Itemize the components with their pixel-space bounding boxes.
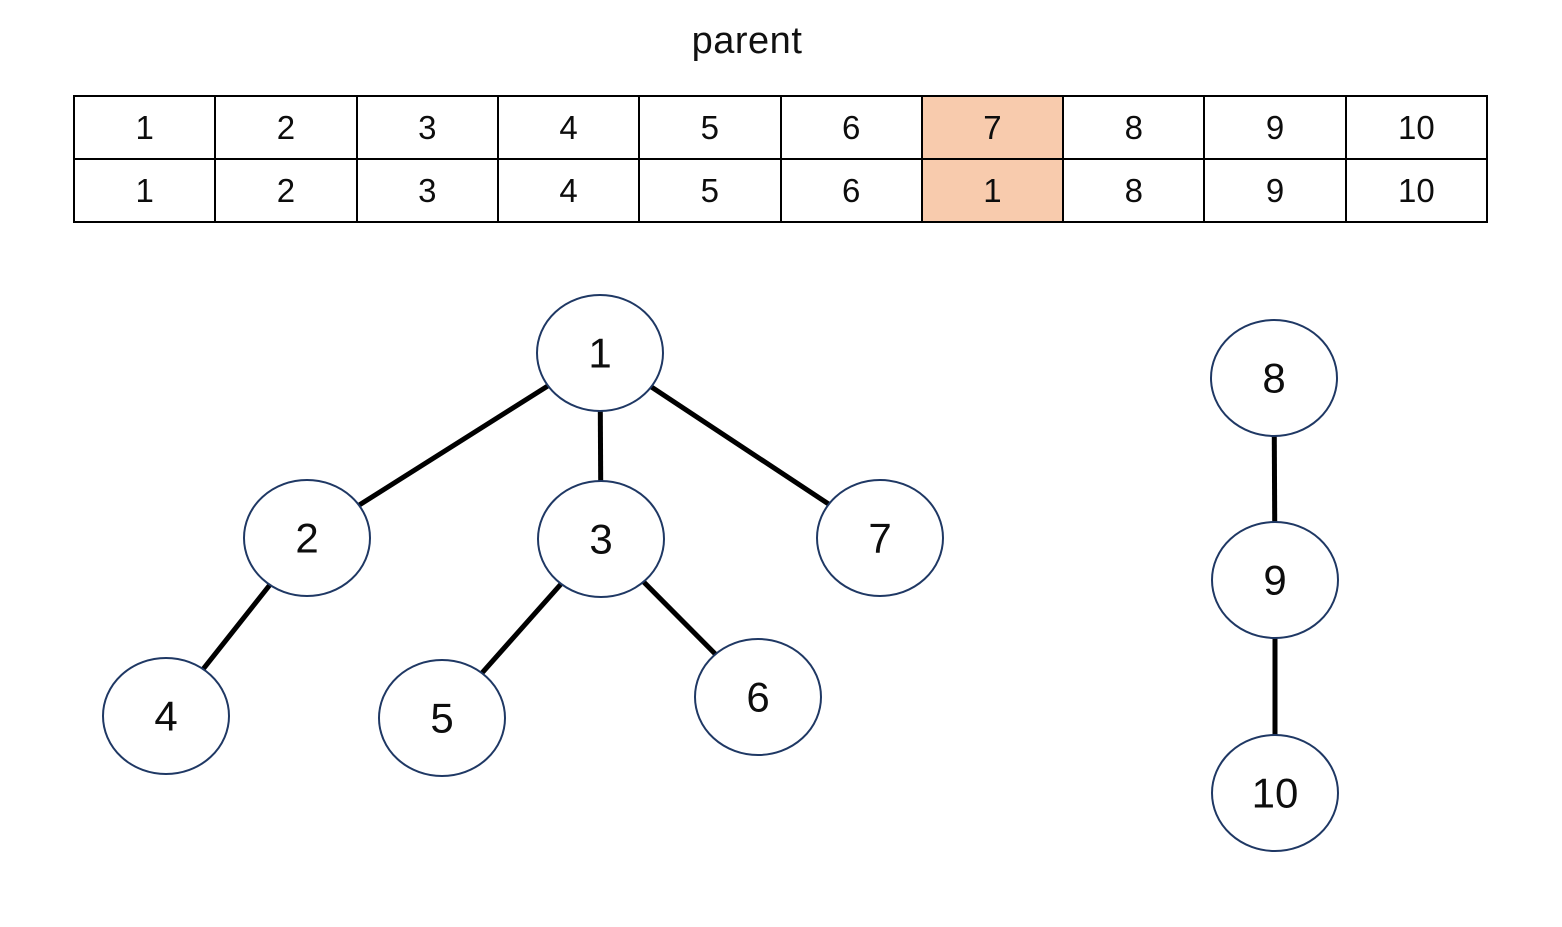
array-index-cell: 3 [357,97,499,160]
array-parent-cell: 1 [922,160,1065,223]
tree-node-4: 4 [102,657,230,775]
node-label: 10 [1252,770,1299,817]
array-index-cell: 2 [216,97,358,160]
node-label: 5 [430,695,453,742]
node-label: 3 [589,516,612,563]
array-index-cell: 5 [640,97,782,160]
node-label: 4 [154,693,177,740]
node-circle [536,294,664,412]
node-label: 8 [1262,355,1285,402]
array-index-cell: 10 [1346,97,1488,160]
diagram-title: parent [691,20,803,62]
node-circle [378,659,506,777]
tree-node-7: 7 [816,479,944,597]
array-parent-cell: 1 [75,160,217,223]
node-label: 7 [868,515,891,562]
node-circle [243,479,371,597]
tree-node-6: 6 [694,638,822,756]
node-circle [1210,319,1338,437]
array-parent-cell: 5 [640,160,782,223]
array-parent-cell: 2 [216,160,358,223]
array-parent-cell: 9 [1205,160,1347,223]
node-label: 2 [295,515,318,562]
array-parent-cell: 4 [498,160,641,223]
tree-node-3: 3 [537,480,665,598]
node-circle [816,479,944,597]
tree-node-9: 9 [1211,521,1339,639]
array-parent-cell: 8 [1064,160,1206,223]
array-parent-cell: 3 [357,160,499,223]
tree-node-1: 1 [536,294,664,412]
tree-node-10: 10 [1211,734,1339,852]
tree-node-2: 2 [243,479,371,597]
tree-node-8: 8 [1210,319,1338,437]
array-index-cell: 6 [781,97,923,160]
tree-node-5: 5 [378,659,506,777]
node-label: 6 [746,674,769,721]
node-circle [694,638,822,756]
array-index-cell: 1 [75,97,217,160]
node-circle [537,480,665,598]
array-index-cell: 7 [922,97,1065,160]
array-index-cell: 9 [1205,97,1347,160]
array-index-cell: 4 [498,97,641,160]
array-parent-cell: 6 [781,160,923,223]
array-parent-cell: 10 [1346,160,1488,223]
node-circle [102,657,230,775]
node-circle [1211,521,1339,639]
array-index-cell: 8 [1064,97,1206,160]
node-label: 1 [588,330,611,377]
node-label: 9 [1263,557,1286,604]
node-circle [1211,734,1339,852]
